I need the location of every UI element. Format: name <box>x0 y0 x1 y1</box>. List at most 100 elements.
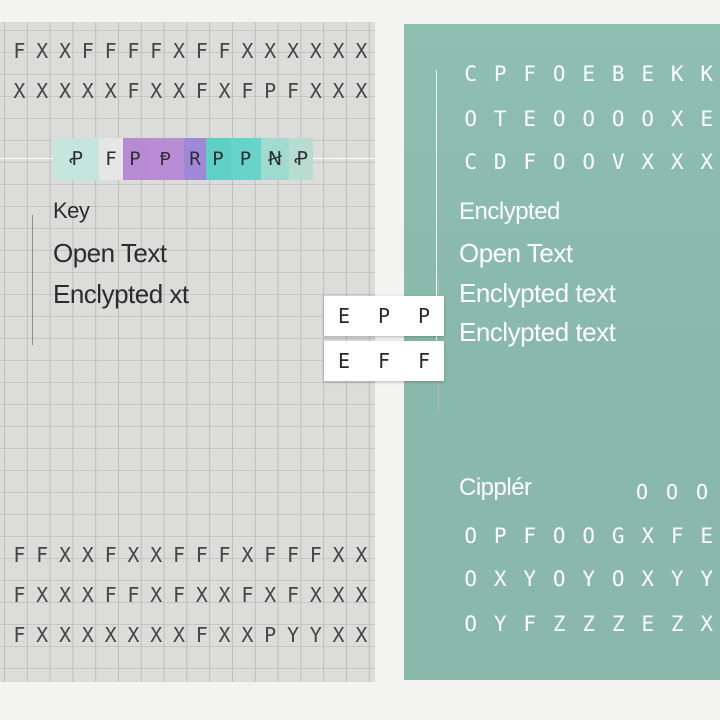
key-cell: Ᵽ <box>147 138 184 180</box>
grid-letter: X <box>36 79 49 103</box>
grid-letter: T <box>493 107 507 131</box>
grid-letter: F <box>309 543 322 567</box>
grid-letter: O <box>552 524 566 548</box>
grid-letter: V <box>611 150 625 174</box>
grid-letter: X <box>355 543 368 567</box>
key-cell: Ꞥ <box>261 138 289 180</box>
grid-letter: Y <box>286 623 299 647</box>
grid-letter: K <box>670 62 684 86</box>
grid-letter: X <box>493 567 507 591</box>
grid-letter: X <box>286 39 299 63</box>
grid-letter: P <box>264 623 277 647</box>
grid-letter: X <box>36 583 49 607</box>
grid-letter: X <box>150 623 163 647</box>
grid-letter: B <box>611 62 625 86</box>
grid-letter: F <box>172 583 185 607</box>
grid-letter: E <box>641 612 655 636</box>
mid-connector-top <box>438 278 439 298</box>
grid-letter: E <box>700 107 714 131</box>
grid-letter: F <box>523 62 537 86</box>
grid-letter: Z <box>552 612 566 636</box>
box-top-letter-1: E <box>337 304 351 328</box>
grid-letter: O <box>464 107 478 131</box>
grid-letter: X <box>58 79 72 103</box>
box-bottom-letter-3: F <box>417 349 431 373</box>
grid-letter: F <box>13 39 26 63</box>
grid-letter: F <box>523 150 537 174</box>
right-teal-panel <box>404 24 720 680</box>
grid-letter: Z <box>670 612 684 636</box>
open-text-label: Open Text <box>53 238 167 268</box>
left-vertical-line <box>32 215 33 345</box>
grid-letter: Y <box>493 612 507 636</box>
mid-connector-bottom <box>438 382 439 412</box>
key-cell: Ꝓ <box>53 138 99 180</box>
grid-letter: F <box>195 543 208 567</box>
grid-letter: X <box>309 39 322 63</box>
grid-letter: F <box>104 543 117 567</box>
grid-letter: X <box>81 623 94 647</box>
grid-letter: F <box>286 543 299 567</box>
grid-letter: X <box>355 583 368 607</box>
grid-letter: Z <box>582 612 596 636</box>
grid-letter: O <box>611 107 625 131</box>
grid-letter: C <box>464 62 478 86</box>
grid-letter: O <box>582 107 596 131</box>
grid-letter: O <box>464 567 478 591</box>
grid-letter: F <box>195 39 208 63</box>
grid-letter: X <box>355 79 368 103</box>
grid-letter: X <box>641 524 655 548</box>
grid-letter: X <box>58 583 72 607</box>
grid-letter: F <box>195 79 208 103</box>
grid-letter: X <box>700 150 714 174</box>
grid-letter: X <box>150 543 163 567</box>
grid-letter: X <box>218 583 231 607</box>
grid-letter: Y <box>670 567 684 591</box>
grid-letter: X <box>104 623 117 647</box>
grid-letter: X <box>172 79 185 103</box>
grid-letter: X <box>241 39 254 63</box>
grid-letter: X <box>641 567 655 591</box>
grid-letter: X <box>81 583 94 607</box>
grid-letter: E <box>700 524 714 548</box>
grid-letter: X <box>332 39 345 63</box>
grid-letter: F <box>36 543 49 567</box>
encrypted-text-line-1: Enclypted text <box>459 278 616 308</box>
grid-letter: X <box>127 623 140 647</box>
grid-letter: X <box>172 39 185 63</box>
grid-letter: F <box>13 623 26 647</box>
encrypted-text-label: Enclypted xt <box>53 279 189 309</box>
grid-letter: X <box>36 623 49 647</box>
grid-letter: X <box>127 543 140 567</box>
grid-letter: F <box>13 543 26 567</box>
grid-letter: F <box>241 583 254 607</box>
grid-letter: X <box>332 583 345 607</box>
grid-letter: O <box>552 62 566 86</box>
grid-letter: F <box>13 583 26 607</box>
grid-letter: X <box>332 543 345 567</box>
grid-letter: G <box>611 524 625 548</box>
grid-letter: O <box>582 150 596 174</box>
grid-letter: F <box>127 79 140 103</box>
grid-letter: X <box>172 623 185 647</box>
key-cell: R <box>184 138 206 180</box>
grid-letter: X <box>58 39 72 63</box>
letter-box-top: E P P <box>324 296 444 336</box>
grid-letter: X <box>58 543 72 567</box>
cipher-mark-2: O <box>666 480 679 504</box>
grid-letter: F <box>218 39 231 63</box>
grid-letter: F <box>104 39 117 63</box>
grid-letter: X <box>218 79 231 103</box>
cipher-label: Cipplér <box>459 474 532 501</box>
grid-letter: P <box>264 79 277 103</box>
right-connector-line <box>330 158 375 159</box>
grid-letter: F <box>127 39 140 63</box>
grid-letter: D <box>493 150 507 174</box>
